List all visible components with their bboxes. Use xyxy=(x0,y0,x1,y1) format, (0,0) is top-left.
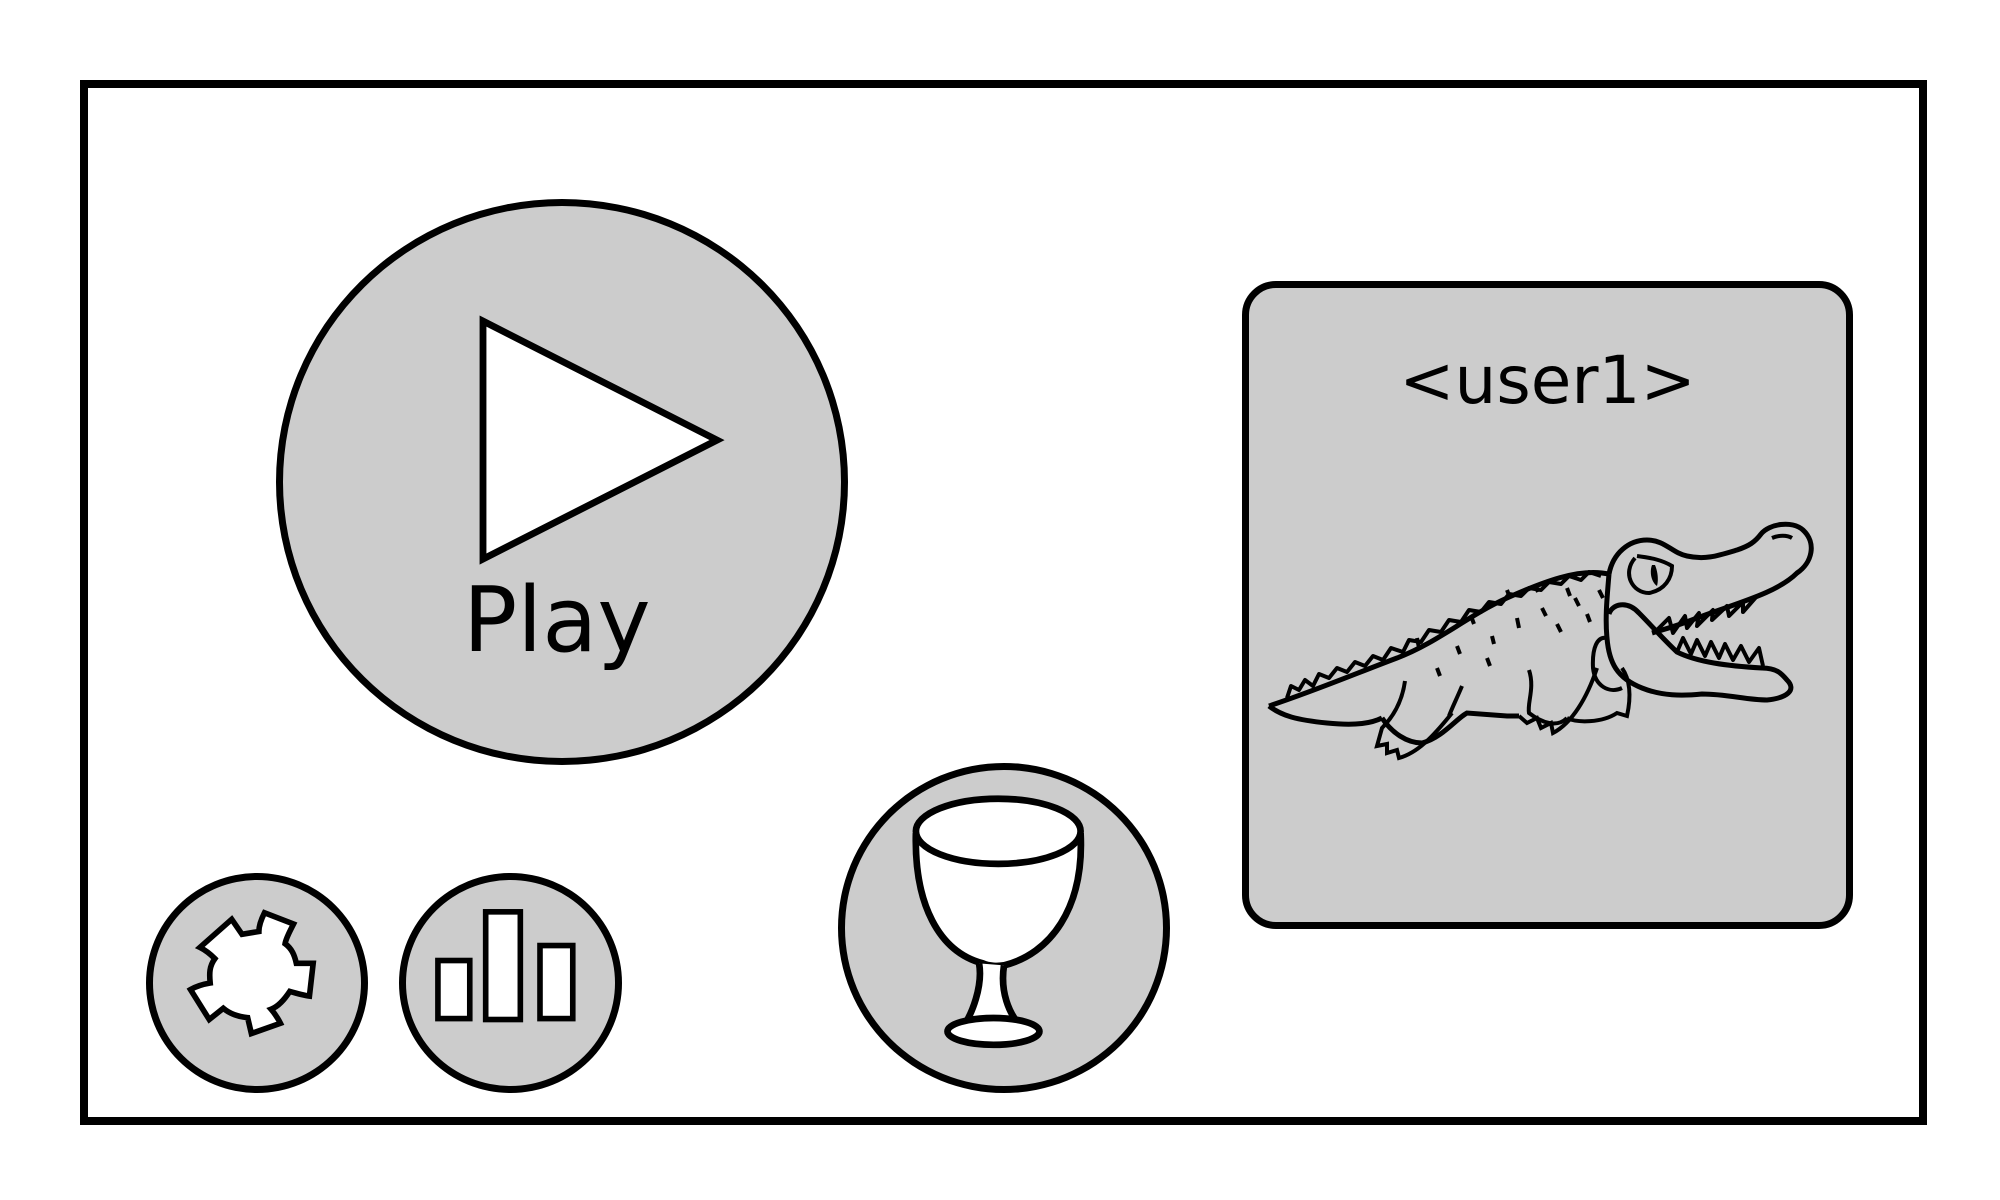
trophy-button[interactable] xyxy=(838,763,1170,1093)
bar-chart-icon xyxy=(435,909,576,1023)
user-profile-card[interactable]: <user1> xyxy=(1242,281,1853,929)
play-triangle-icon xyxy=(479,315,725,565)
stats-button[interactable] xyxy=(399,873,622,1093)
play-label: Play xyxy=(463,568,651,673)
username-label: <user1> xyxy=(1399,342,1696,419)
trophy-cup-icon xyxy=(912,795,1085,1049)
gear-icon xyxy=(186,909,317,1038)
settings-button[interactable] xyxy=(146,873,368,1093)
crocodile-avatar-icon xyxy=(1267,521,1814,761)
play-button[interactable]: Play xyxy=(276,199,848,765)
